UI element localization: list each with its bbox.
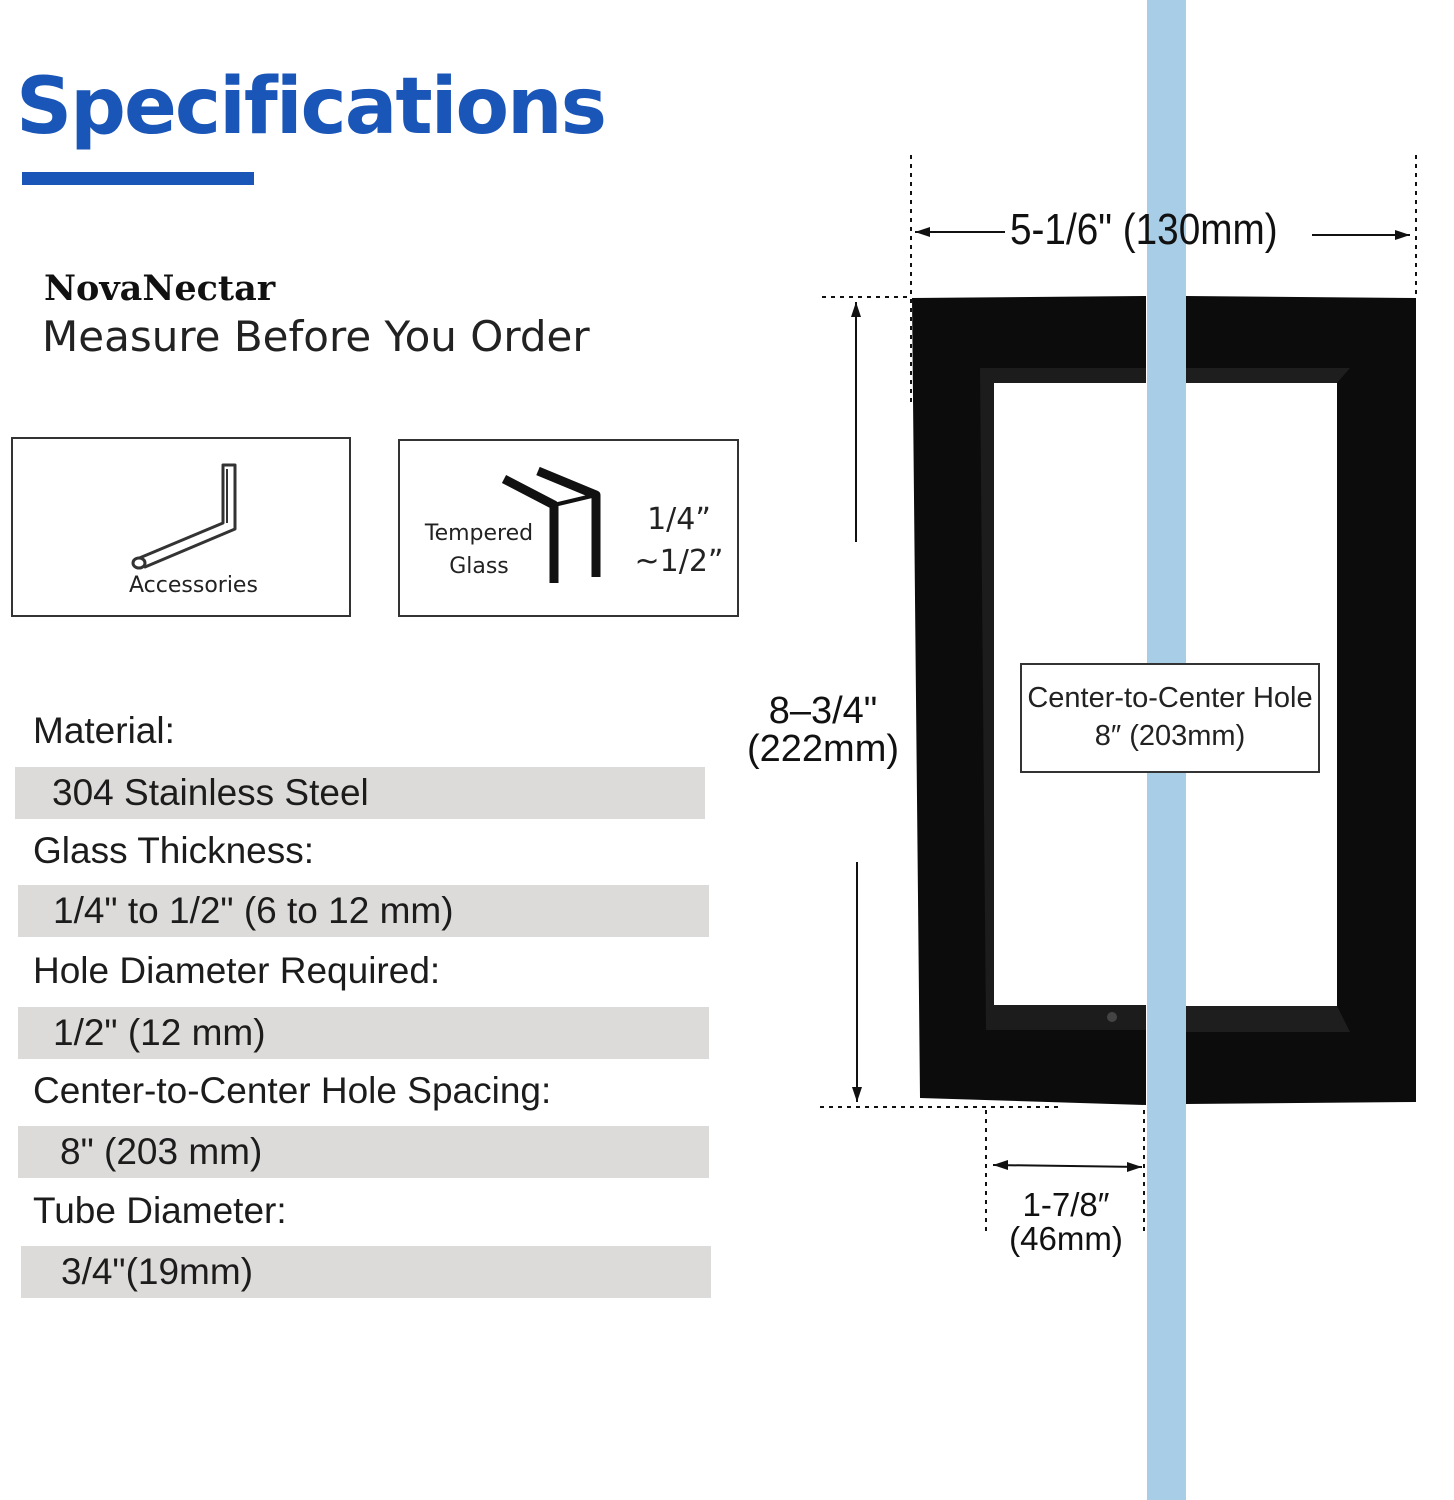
tube-dimension-mm: (46mm) [1009,1220,1123,1257]
tube-dimension-label: 1-7/8″ (46mm) [996,1188,1136,1256]
height-dimension-inches: 8–3/4" [768,690,878,732]
cc-callout-title: Center-to-Center Hole [1027,682,1313,714]
title-underline [22,172,254,185]
tagline: Measure Before You Order [42,312,590,361]
brand-name: NovaNectar [44,268,276,309]
spec-label-glass-thickness: Glass Thickness: [33,830,315,871]
glass-size-line2: ~1/2” [634,544,724,579]
width-dimension-label: 5-1/6" (130mm) [1010,205,1278,254]
tempered-label-line1: Tempered [424,521,534,546]
spec-label-material: Material: [33,710,175,751]
accessories-label: Accessories [129,573,258,598]
allen-key-icon [131,463,237,570]
tempered-glass-label: Tempered Glass [420,517,538,583]
spec-label-tube-diameter: Tube Diameter: [33,1190,287,1231]
spec-value-glass-thickness: 1/4" to 1/2" (6 to 12 mm) [18,885,709,937]
height-dimension-label: 8–3/4" (222mm) [738,692,908,768]
accessories-card: Accessories [11,437,351,617]
spec-value-material: 304 Stainless Steel [15,767,705,819]
page-title: Specifications [16,62,607,152]
spec-value-hole-spacing: 8" (203 mm) [18,1126,709,1178]
handle-left-half [912,296,1146,1105]
spec-value-tube-diameter: 3/4"(19mm) [21,1246,711,1298]
tube-dimension-inches: 1-7/8″ [1022,1186,1110,1223]
height-dimension-mm: (222mm) [746,728,900,770]
glass-size-label: 1/4” ~1/2” [634,499,724,583]
handle-right-half [1186,296,1416,1104]
center-to-center-callout: Center-to-Center Hole 8″ (203mm) [1020,663,1320,773]
glass-panel-icon [501,466,601,583]
tempered-label-line2: Glass [449,554,509,579]
cc-callout-value: 8″ (203mm) [1094,720,1246,752]
glass-thickness-card: Tempered Glass 1/4” ~1/2” [398,439,739,617]
spec-label-hole-spacing: Center-to-Center Hole Spacing: [33,1070,552,1111]
spec-value-hole-diameter: 1/2" (12 mm) [18,1007,709,1059]
spec-label-hole-diameter: Hole Diameter Required: [33,950,441,991]
glass-size-line1: 1/4” [647,502,711,537]
